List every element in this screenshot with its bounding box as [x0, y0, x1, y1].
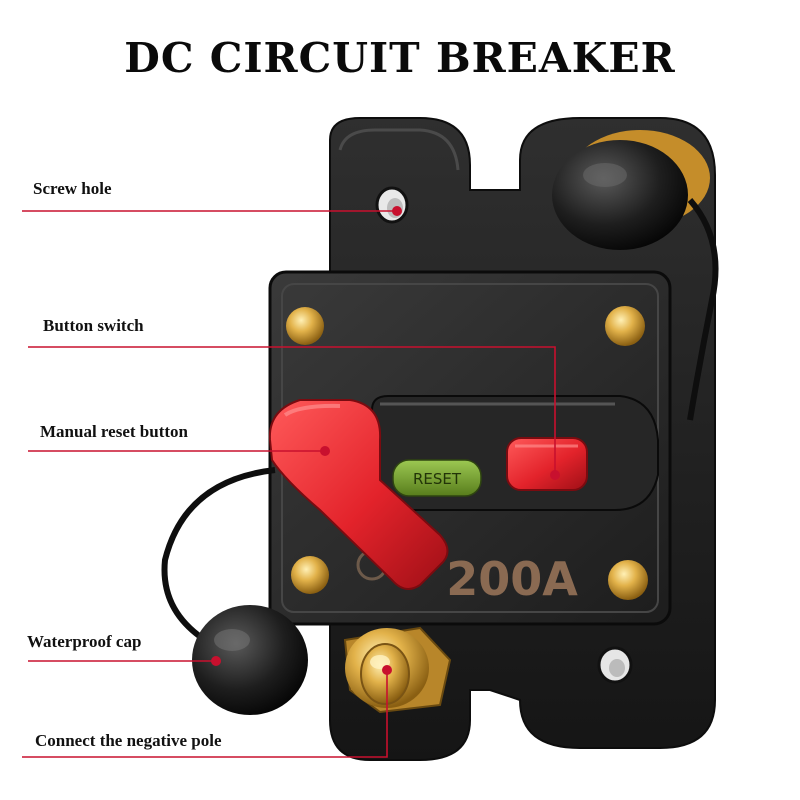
screw-hole-bottom	[597, 646, 633, 684]
callout-dot	[382, 665, 392, 675]
corner-screws	[286, 306, 648, 600]
callout-dot	[320, 446, 330, 456]
page-title: DC CIRCUIT BREAKER	[124, 34, 676, 82]
rating-label: 200A	[446, 552, 578, 606]
button-switch	[506, 437, 588, 491]
screw-hole	[375, 186, 409, 224]
callout-label-waterproof-cap: Waterproof cap	[27, 632, 142, 651]
callout-label-negative-pole: Connect the negative pole	[35, 731, 222, 750]
terminal-cap-top	[552, 130, 719, 421]
callout-label-button-switch: Button switch	[43, 316, 144, 335]
callout-label-screw-hole: Screw hole	[33, 179, 112, 198]
corner-screw	[608, 560, 648, 600]
callout-line-negative-pole	[22, 670, 388, 758]
callout-dot	[211, 656, 221, 666]
callout-dot	[392, 206, 402, 216]
reset-indicator: RESET	[392, 459, 482, 497]
callout-lines	[22, 210, 556, 758]
reset-label: RESET	[413, 470, 462, 488]
callout-dots	[211, 206, 560, 675]
waterproof-cap	[161, 467, 308, 715]
corner-screw	[286, 307, 324, 345]
corner-screw	[605, 306, 645, 346]
callout-label-manual-reset-button: Manual reset button	[40, 422, 188, 441]
callout-line-button-switch	[28, 346, 556, 473]
manual-reset-lever	[268, 399, 449, 590]
callout-dot	[550, 470, 560, 480]
corner-screw	[291, 556, 329, 594]
